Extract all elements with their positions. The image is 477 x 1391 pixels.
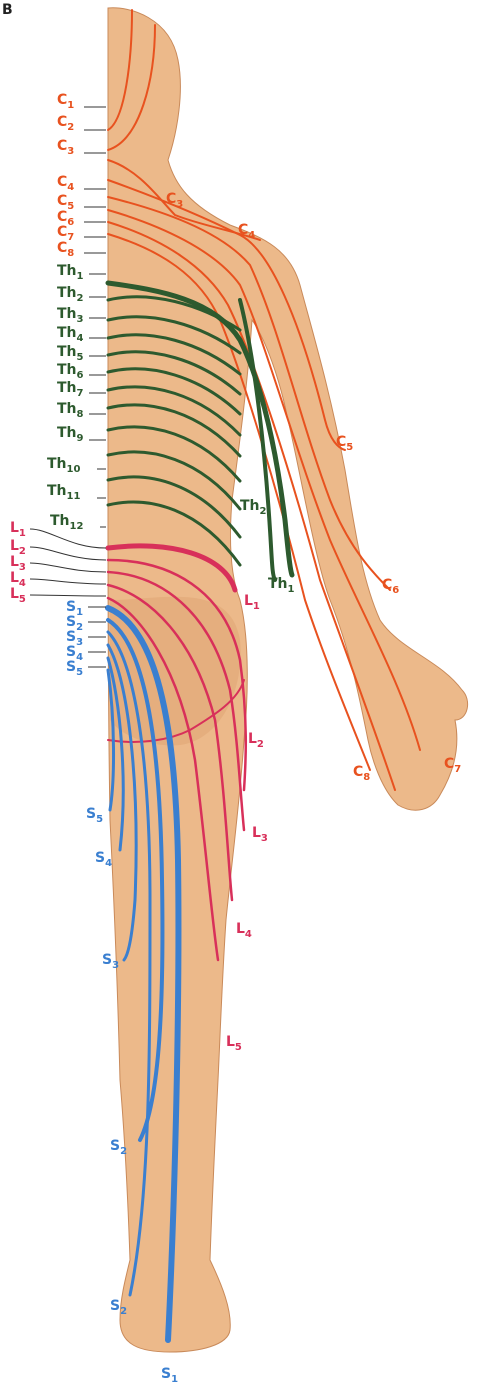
label-c3: C3 — [57, 138, 74, 157]
label-th12: Th12 — [50, 513, 83, 532]
label-l4-leg: L4 — [236, 921, 252, 940]
label-s4-leg: S4 — [95, 850, 112, 869]
label-c6-right: C6 — [382, 577, 399, 596]
label-th7: Th7 — [57, 380, 84, 399]
label-th1: Th1 — [57, 263, 84, 282]
leader-l1 — [30, 529, 106, 548]
body-silhouette — [108, 8, 468, 1352]
leader-l5 — [30, 595, 106, 596]
leader-l4 — [30, 579, 106, 584]
label-l2-leg: L2 — [248, 731, 264, 750]
panel-letter: B — [2, 2, 13, 18]
leader-l3 — [30, 563, 106, 572]
label-l1: L1 — [10, 520, 26, 539]
label-th2: Th2 — [57, 285, 84, 304]
label-th6: Th6 — [57, 362, 84, 381]
label-c4: C4 — [57, 174, 74, 193]
label-th4: Th4 — [57, 325, 84, 344]
label-th8: Th8 — [57, 401, 84, 420]
label-l5-leg: L5 — [226, 1034, 242, 1053]
label-th9: Th9 — [57, 425, 84, 444]
leader-l2 — [30, 547, 106, 560]
label-l3-leg: L3 — [252, 825, 268, 844]
label-s1-foot: S1 — [161, 1366, 178, 1385]
label-s5-leg: S5 — [86, 806, 103, 825]
label-th3: Th3 — [57, 306, 84, 325]
label-c1: C1 — [57, 92, 74, 111]
label-l1-leg: L1 — [244, 593, 260, 612]
label-th2-arm: Th2 — [240, 498, 267, 517]
label-th1-arm: Th1 — [268, 576, 295, 595]
label-th5: Th5 — [57, 344, 84, 363]
label-th11: Th11 — [47, 483, 80, 502]
label-th10: Th10 — [47, 456, 80, 475]
label-c2: C2 — [57, 114, 74, 133]
